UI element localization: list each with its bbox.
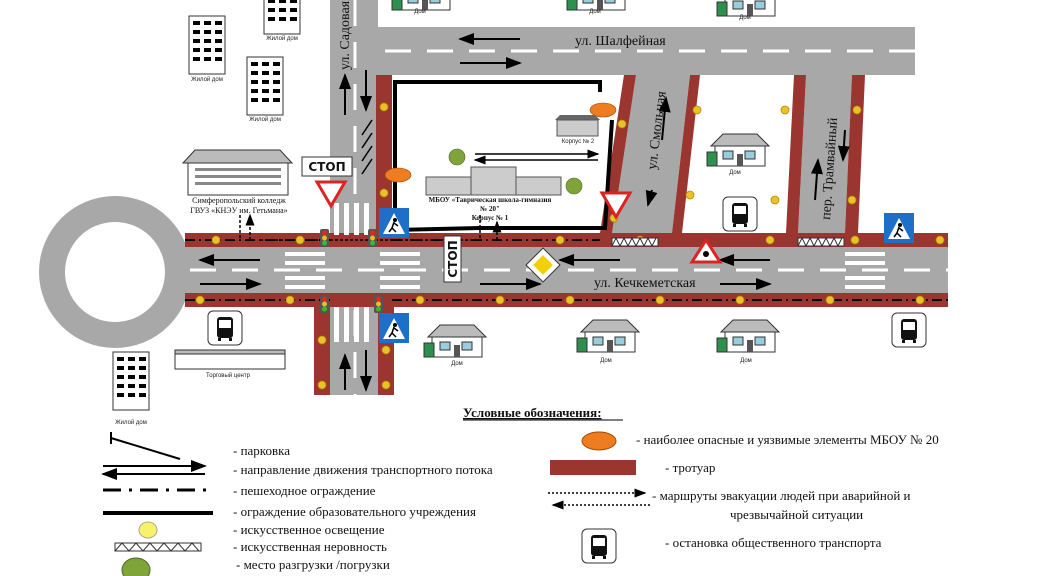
mall-building [174,349,286,370]
legend-bus-stop: - остановка общественного транспорта [665,535,882,550]
residential-building-icon [112,351,150,411]
traffic-light-icon [368,229,377,247]
residential-label: Жилой дом [191,76,223,83]
house-icon [706,133,770,167]
legend-school-fence: - ограждение образовательного учреждения [233,504,476,519]
residential-label: Жилой дом [115,419,147,426]
legend-evacuation: - маршруты эвакуации людей при аварийной… [652,488,911,503]
residential-label: Жилой дом [266,35,298,42]
crosswalk-sign-icon [378,207,410,239]
college-building [181,149,294,196]
buildings: Жилой дом Жилой дом Жилой дом Жилой дом … [112,0,780,426]
legend: Условные обозначения: - парковка - напра… [101,405,939,576]
legend-title: Условные обозначения: [463,405,602,420]
main-road-sign-icon [525,247,561,283]
house-label: Дом [600,358,612,364]
house-icon [576,319,640,353]
legend-parking: - парковка [233,443,290,458]
street-lights [195,102,945,390]
stop-sign [443,235,462,283]
traffic-direction-arrows [198,33,850,392]
bus-stop-legend-icon [581,528,617,564]
danger-spots [384,102,617,183]
road-tramvainy [798,75,852,233]
school-label: МБОУ «Таврическая школа-гимназия [429,196,552,204]
crosswalks [285,203,885,342]
lighting-legend-icon [138,521,158,539]
legend-speed-bump: - искусственная неровность [233,539,387,554]
house-label: Дом [729,170,741,176]
school-label: № 20" [479,205,500,213]
loading-areas [448,148,583,195]
house-icon [423,324,487,358]
road-smolnaya [612,75,690,233]
bus-stop-icon [722,196,758,232]
school-building2-label: Корпус № 2 [562,138,595,145]
legend-loading-area: - место разгрузки /погрузки [236,557,390,572]
parking-marks [361,119,373,175]
school-building-1 [425,166,562,196]
traffic-light-icon [320,295,329,313]
legend-evacuation: чрезвычайной ситуации [730,507,863,522]
crosswalk-sign-icon [378,312,410,344]
stop-sign-label: СТОП [308,160,345,174]
house-label: Дом [739,15,751,21]
stop-sign-label: СТОП [446,240,460,277]
legend-lighting: - искусственное освещение [233,522,385,537]
bus-stop-icon [207,310,243,346]
traffic-light-icon [374,295,383,313]
street-label-tramvainy: пер. Трамвайный [819,117,841,221]
legend-traffic-direction: - направление движения транспортного пот… [233,462,493,477]
parking-legend-icon [110,432,181,460]
street-label-shalfeinaya: ул. Шалфейная [575,34,666,49]
loading-legend-icon [121,557,151,576]
house-label: Дом [740,358,752,364]
house-label: Дом [414,9,426,15]
mall-label: Торговый центр [206,372,251,379]
sidewalk-legend-icon [550,460,636,475]
bus-stop-icon [891,312,927,348]
residential-building-icon [263,0,301,35]
house-label: Дом [589,9,601,15]
legend-pedestrian-fence: - пешеходное ограждение [233,483,376,498]
house-label: Дом [451,361,463,367]
children-sign-icon [689,237,723,264]
house-icon [716,0,780,17]
crosswalk-sign-icon [883,212,915,244]
legend-danger: - наиболее опасные и уязвимые элементы М… [636,432,939,447]
traffic-signs: СТОП СТОП [207,156,927,348]
stop-sign [301,156,353,177]
speed-bumps [611,236,845,248]
danger-legend-icon [581,431,617,451]
school-drive-arrows [473,149,600,165]
college-label: Симферопольский колледж [192,196,286,205]
school-building1-label: Корпус № 1 [472,214,509,222]
school-building-2 [555,115,600,137]
traffic-light-icon [320,229,329,247]
speed-bump-legend-icon [114,542,202,552]
college-label: ГВУЗ «КНЭУ им. Гетьмана» [190,206,287,215]
house-icon [716,319,780,353]
street-label-kechkemetskaya: ул. Кечкеметская [594,276,696,291]
residential-label: Жилой дом [249,116,281,123]
residential-building-icon [246,56,284,116]
school-fence [393,80,614,233]
residential-building-icon [188,15,226,75]
street-label-sadovaya: ул. Садовая [338,0,353,70]
legend-sidewalk: - тротуар [665,460,715,475]
